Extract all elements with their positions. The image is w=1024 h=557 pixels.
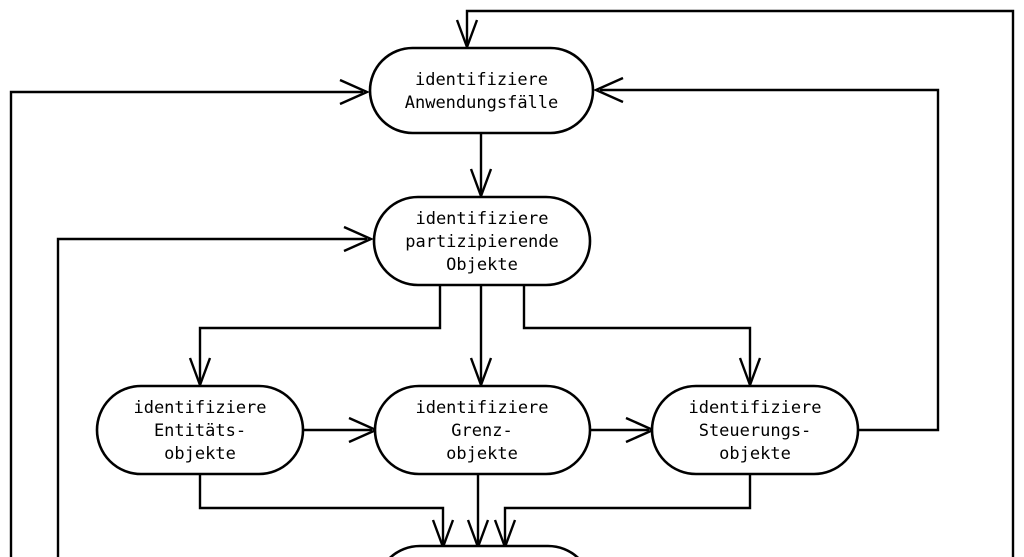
node-entitaetsobjekte-line2: Entitäts-	[154, 421, 246, 441]
arrowhead-feedback-left-outer	[339, 78, 370, 106]
node-entitaetsobjekte[interactable]: identifiziere Entitäts- objekte	[95, 384, 305, 476]
node-steuerungsobjekte-shape[interactable]	[650, 384, 860, 476]
node-steuerungsobjekte[interactable]: identifiziere Steuerungs- objekte	[650, 384, 860, 476]
node-partizipierende-objekte-line3: Objekte	[446, 255, 518, 275]
node-entitaetsobjekte-line3: objekte	[164, 444, 236, 464]
node-anwendungsfaelle-shape[interactable]	[368, 46, 595, 135]
edge-entitaets-to-bottom	[198, 474, 445, 544]
arrowhead-feedback-left-inner	[343, 225, 374, 253]
node-grenzobjekte-line1: identifiziere	[415, 398, 548, 418]
node-steuerungsobjekte-line3: objekte	[719, 444, 791, 464]
node-entitaetsobjekte-line1: identifiziere	[133, 398, 266, 418]
edge-layer	[9, 9, 1015, 557]
edge-feedback-left-outer	[9, 90, 363, 557]
arrowhead-steuerungs-to-anwendungsfaelle	[593, 76, 624, 104]
node-grenzobjekte-line3: objekte	[446, 444, 518, 464]
edge-feedback-left-inner	[56, 237, 367, 557]
node-entitaetsobjekte-shape[interactable]	[95, 384, 305, 476]
node-anwendungsfaelle-line1: identifiziere	[415, 70, 548, 90]
node-steuerungsobjekte-line2: Steuerungs-	[699, 421, 812, 441]
node-partizipierende-objekte-line1: identifiziere	[415, 209, 548, 229]
edge-steuerungs-to-anwendungsfaelle	[600, 88, 940, 432]
node-partizipierende-objekte-shape[interactable]	[372, 195, 592, 287]
node-layer: identifiziere Anwendungsfälle identifizi…	[95, 46, 860, 557]
node-partizipierende-objekte-line2: partizipierende	[405, 232, 559, 252]
node-bottom-node-cropped-shape[interactable]	[376, 544, 592, 557]
node-partizipierende-objekte[interactable]: identifiziere partizipierende Objekte	[372, 195, 592, 287]
node-steuerungsobjekte-line1: identifiziere	[688, 398, 821, 418]
node-grenzobjekte[interactable]: identifiziere Grenz- objekte	[373, 384, 592, 476]
node-anwendungsfaelle-line2: Anwendungsfälle	[405, 93, 559, 113]
node-grenzobjekte-shape[interactable]	[373, 384, 592, 476]
edge-partizipierende-to-steuerungs	[522, 285, 752, 382]
node-bottom-node-cropped[interactable]	[376, 544, 592, 557]
edge-steuerungs-to-bottom	[503, 474, 752, 544]
edge-feedback-top	[465, 9, 1015, 557]
node-grenzobjekte-line2: Grenz-	[451, 421, 512, 441]
edge-partizipierende-to-entitaets	[198, 285, 442, 382]
node-anwendungsfaelle[interactable]: identifiziere Anwendungsfälle	[368, 46, 595, 135]
